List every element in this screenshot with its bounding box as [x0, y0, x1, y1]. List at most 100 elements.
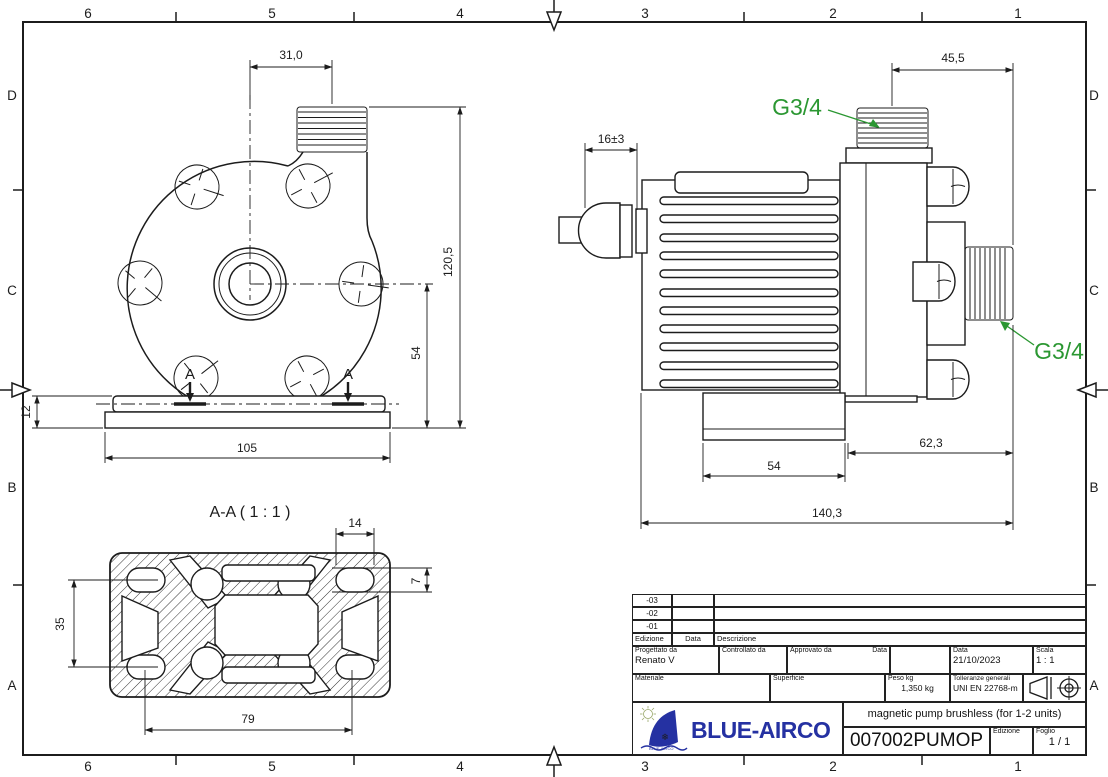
dim-12: 12 [19, 405, 33, 419]
dim-105: 105 [237, 441, 257, 455]
front-dimensions: 31,0 120,5 54 12 105 [19, 48, 466, 463]
screw-head [108, 251, 177, 319]
zone-col-label: 3 [641, 6, 649, 21]
material-cell: Materiale [632, 674, 770, 702]
bottom-bracket [844, 395, 918, 403]
screw-head [277, 152, 344, 217]
dim-54-front: 54 [409, 346, 423, 360]
dim-120-5: 120,5 [441, 247, 455, 277]
section-view: A-A ( 1 : 1 ) 14 [53, 504, 432, 735]
section-label-a: A [185, 366, 195, 383]
revision-desc [714, 607, 1086, 620]
port-collar [845, 147, 933, 164]
zone-row-label: B [7, 480, 16, 495]
motor-body [641, 179, 841, 391]
zone-row-label: D [1089, 88, 1099, 103]
front-view: A A 31,0 120,5 54 12 [19, 48, 466, 463]
center-arrow-left [0, 381, 33, 399]
clamp-knob [926, 359, 970, 400]
center-bore [213, 247, 287, 321]
inlet-thread [296, 106, 368, 153]
sun-icon [640, 706, 656, 722]
dim-14: 14 [348, 516, 362, 530]
cable-gland [558, 202, 648, 259]
pump-volute [126, 160, 382, 417]
designed-by-label: Progettato da [635, 647, 678, 654]
date-cell: Data 21/10/2023 [950, 646, 1033, 674]
approved-date-label: Data [872, 647, 887, 654]
section-label-a: A [343, 366, 353, 383]
zone-row-label: A [1089, 678, 1098, 693]
zone-row-label: D [7, 88, 17, 103]
revision-edition: -02 [632, 607, 672, 620]
sail-logo [649, 710, 678, 747]
empty-cell [890, 646, 950, 674]
designed-by-cell: Progettato da Renato V [632, 646, 719, 674]
side-dimensions: 16±3 45,5 62,3 54 140,3 [584, 51, 1014, 530]
clamp-knob [926, 166, 970, 207]
approved-by-label: Approvato da [790, 647, 832, 654]
logo-cell: ❄ BLUE-AIRCO BLUE-AIRCO [632, 702, 843, 755]
dim-45-5: 45,5 [941, 51, 965, 65]
zone-col-label: 4 [456, 6, 464, 21]
zone-col-label: 2 [829, 6, 837, 21]
scale-label: Scala [1036, 647, 1054, 654]
zone-col-label: 6 [84, 759, 92, 774]
tolerance-label: Tolleranze generali [953, 675, 1011, 682]
weight-label: Peso kg [888, 675, 914, 682]
zone-col-label: 2 [829, 759, 837, 774]
zone-col-label: 4 [456, 759, 464, 774]
company-name: BLUE-AIRCO [691, 717, 831, 743]
sheet-value: 1 / 1 [1048, 736, 1071, 749]
outlet-thread-side [964, 246, 1014, 321]
wave-line [640, 745, 688, 751]
checked-by-label: Controllato da [722, 647, 766, 654]
snowflake-icon: ❄ [661, 732, 669, 742]
zone-row-label: B [1089, 480, 1098, 495]
revision-edition: -03 [632, 594, 672, 607]
revision-date [672, 620, 714, 633]
projection-symbol-cell [1023, 674, 1086, 702]
scale-cell: Scala 1 : 1 [1033, 646, 1086, 674]
surface-label: Superficie [773, 675, 805, 682]
weight-cell: Peso kg 1,350 kg [885, 674, 950, 702]
pump-head [839, 107, 1014, 403]
revision-edition: -01 [632, 620, 672, 633]
material-label: Materiale [635, 675, 664, 682]
dim-31-0: 31,0 [279, 48, 303, 62]
dim-62-3: 62,3 [919, 436, 943, 450]
zone-col-label: 6 [84, 6, 92, 21]
weight-value: 1,350 kg [901, 683, 934, 694]
revision-header-date: Data [672, 633, 714, 646]
center-arrow-bottom [545, 744, 563, 777]
cooling-fins [659, 196, 839, 389]
scale-value: 1 : 1 [1036, 655, 1055, 667]
dim-35: 35 [53, 617, 67, 631]
center-arrow-top [545, 0, 563, 33]
designed-by-value: Renato V [635, 655, 675, 667]
checked-by-cell: Controllato da [719, 646, 787, 674]
zone-col-label: 5 [268, 6, 276, 21]
date-value: 21/10/2023 [953, 655, 1001, 667]
revision-date [672, 594, 714, 607]
part-number-cell: 007002PUMOP [843, 727, 990, 755]
zone-ticks [13, 12, 1096, 765]
zone-row-label: C [7, 283, 17, 298]
base-plate [96, 395, 399, 429]
date-label: Data [953, 647, 968, 654]
zone-col-label: 5 [268, 759, 276, 774]
side-base [702, 392, 846, 441]
side-view: G3/4 G3/4 16±3 45,5 62,3 54 [558, 51, 1084, 530]
tolerance-value: UNI EN 22768-m [953, 683, 1018, 694]
dim-7: 7 [409, 577, 423, 584]
screw-head [168, 158, 231, 218]
drawing-title-cell: magnetic pump brushless (for 1-2 units) [843, 702, 1086, 727]
section-title: A-A ( 1 : 1 ) [210, 504, 291, 521]
zone-row-label: C [1089, 283, 1099, 298]
motor-top-strip [674, 171, 809, 194]
revision-header-edition: Edizione [632, 633, 672, 646]
thread-callouts: G3/4 G3/4 [772, 94, 1084, 364]
